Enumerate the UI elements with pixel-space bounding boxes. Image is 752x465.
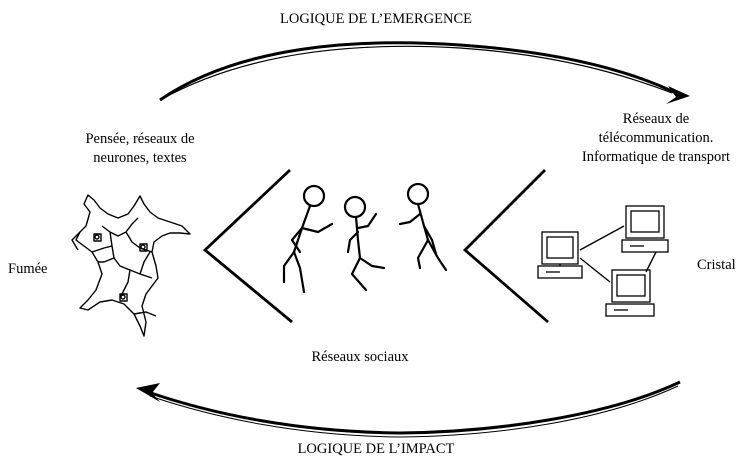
thought-networks-label-line1: Pensée, réseaux de [85,131,195,147]
left-chevron [202,168,293,324]
computer-2-icon [621,205,669,253]
neuron-network-icon [71,194,191,337]
social-networks-label: Réseaux sociaux [311,349,409,365]
telecom-networks-label-line3: Informatique de transport [581,149,731,165]
stick-figures-icon [282,182,448,294]
emergence-title: LOGIQUE DE L’EMERGENCE [280,11,472,27]
crystal-label: Cristal [697,257,736,273]
link-2-3 [645,251,657,273]
computer-network-icon [537,205,669,317]
thought-networks-label-line2: neurones, textes [93,150,187,166]
computer-1-icon [537,231,583,279]
computer-3-icon [605,269,655,317]
impact-title: LOGIQUE DE L’IMPACT [297,441,455,457]
stick-figure-2 [343,195,386,292]
emergence-arrow [159,41,690,104]
impact-arrowhead-icon [136,383,160,402]
telecom-networks-label-line2: télécommunication. [598,130,714,146]
emergence-arrowhead-icon [666,86,690,104]
telecom-networks-label-line1: Réseaux de [622,111,690,127]
thought-networks-label: Pensée, réseaux de neurones, textes [50,130,230,168]
impact-arrow [136,380,681,438]
link-1-2 [579,225,625,251]
right-chevron [462,169,549,324]
smoke-label: Fumée [8,261,48,277]
telecom-networks-label: Réseaux de télécommunication. Informatiq… [560,110,752,167]
link-1-3 [579,257,611,283]
stick-figure-1 [282,184,334,294]
stick-figure-3 [398,182,448,272]
